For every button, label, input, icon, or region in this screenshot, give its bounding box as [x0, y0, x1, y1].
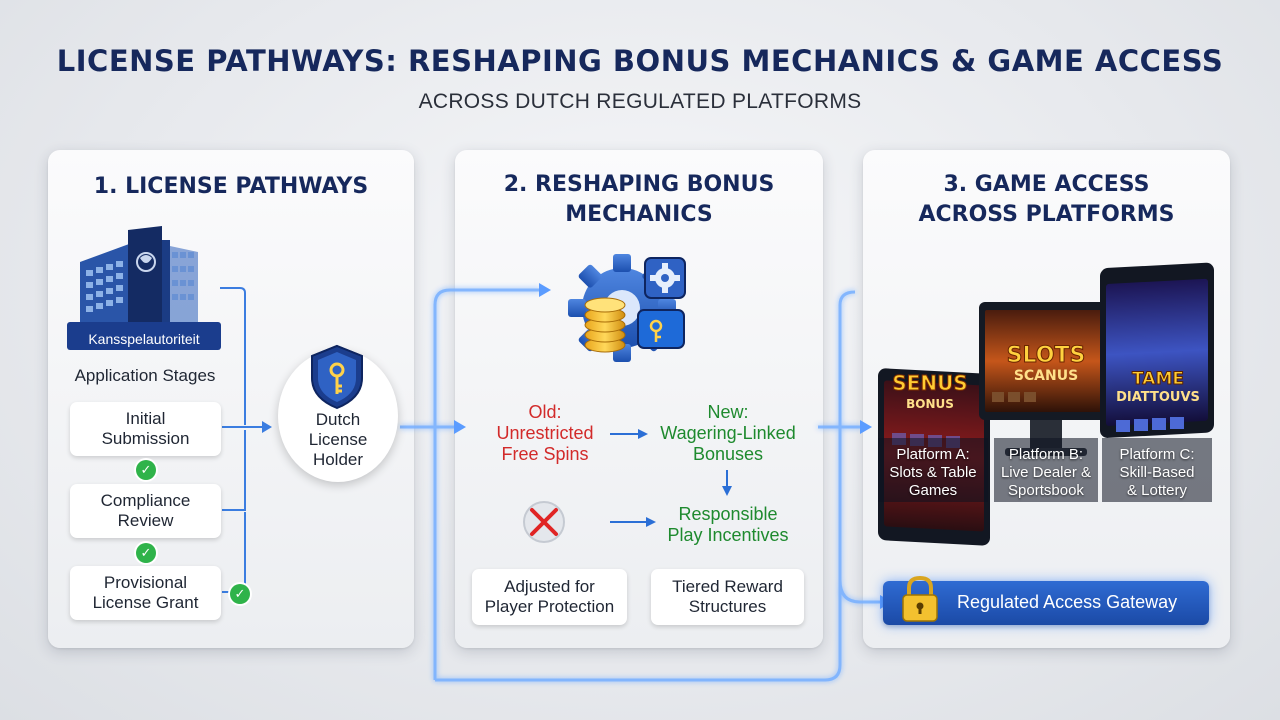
panel3-heading-line2: ACROSS PLATFORMS [918, 202, 1175, 227]
new-line1: New: [707, 402, 749, 422]
platform-c-label-bg [1102, 438, 1212, 502]
old-line2: Unrestricted [496, 423, 594, 443]
adjusted-line1: Adjusted for [504, 577, 595, 596]
panel2-heading-line2: MECHANICS [565, 202, 713, 227]
platform-a-desc1: Slots & Table [889, 464, 977, 481]
stage-2-line1: Compliance [100, 491, 191, 510]
arrow-to-bonus-icon [539, 283, 551, 297]
stage-1-line2: Submission [101, 429, 190, 448]
holder-line3: Holder [312, 450, 364, 469]
building-sign-text: Kansspelautoriteit [88, 331, 200, 347]
platform-c-desc1: Skill-Based [1119, 464, 1195, 481]
new-line3: Bonuses [692, 444, 764, 464]
gateway-label: Regulated Access Gateway [957, 592, 1178, 612]
gear-coins-icon [568, 254, 686, 362]
platform-c-screen-title2: DIATTOUVS [1116, 390, 1200, 405]
building-sign-plate [67, 322, 221, 350]
arrow-x-to-responsible-head [646, 517, 656, 527]
platform-c-screen-title1: TAME [1132, 369, 1184, 389]
stage-1-line1: Initial [125, 409, 166, 428]
responsible-line1: Responsible [678, 504, 778, 524]
check-icon: ✓ [136, 460, 156, 480]
arrow-to-old-bonus [454, 420, 466, 434]
tiered-line1: Tiered Reward [672, 577, 783, 596]
platform-a-screen-title2: BONUS [906, 397, 954, 411]
platform-c-name: Platform C: [1119, 446, 1195, 463]
platform-b-screen-title1: SLOTS [1007, 343, 1086, 368]
stage-3-line2: License Grant [92, 593, 199, 612]
platform-a-label: Platform A: Slots & Table Games [878, 446, 988, 500]
platform-c-tablet [1100, 262, 1214, 438]
holder-line1: Dutch [315, 410, 361, 429]
new-line2: Wagering-Linked [660, 423, 796, 443]
platform-b-monitor [979, 302, 1113, 456]
license-holder-label: Dutch License Holder [278, 410, 398, 470]
arrow-new-to-responsible-head [722, 486, 732, 496]
panel3-heading-line1: 3. GAME ACCESS [943, 172, 1150, 197]
application-stages-label: Application Stages [74, 366, 216, 385]
platform-c-label: Platform C: Skill-Based & Lottery [1102, 446, 1212, 500]
panel2-heading-line1: 2. RESHAPING BONUS [503, 172, 775, 197]
platform-a-name: Platform A: [896, 446, 970, 463]
platform-b-name: Platform B: [1008, 446, 1084, 463]
holder-line2: License [308, 430, 368, 449]
adjusted-line2: Player Protection [484, 597, 615, 616]
page-title: LICENSE PATHWAYS: RESHAPING BONUS MECHAN… [56, 44, 1224, 78]
stage-connector-lines [220, 287, 266, 593]
responsible-play-label: Responsible Play Incentives [648, 504, 808, 546]
old-bonus-label: Old: Unrestricted Free Spins [470, 402, 620, 465]
old-line3: Free Spins [501, 444, 589, 464]
platform-b-desc1: Live Dealer & [1000, 464, 1092, 481]
new-bonus-label: New: Wagering-Linked Bonuses [648, 402, 808, 465]
prohibited-x-icon [523, 501, 565, 543]
stage-2-line2: Review [117, 511, 174, 530]
panel-bonus-mechanics: 2. RESHAPING BONUS MECHANICS [455, 150, 823, 648]
check-icon: ✓ [230, 584, 250, 604]
platform-a-screen-title1: SENUS [892, 371, 967, 395]
platform-b-desc2: Sportsbook [1008, 482, 1084, 499]
glow-flow-paths [400, 288, 880, 682]
page-subtitle: ACROSS DUTCH REGULATED PLATFORMS [418, 90, 862, 113]
platform-c-desc2: & Lottery [1126, 482, 1188, 499]
old-line1: Old: [528, 402, 562, 422]
platform-b-label-bg [994, 438, 1098, 502]
platform-b-label: Platform B: Live Dealer & Sportsbook [994, 446, 1098, 500]
responsible-line2: Play Incentives [667, 525, 789, 545]
arrow-to-holder [262, 421, 272, 433]
tiered-line2: Structures [688, 597, 767, 616]
platform-a-desc2: Games [908, 482, 958, 499]
arrow-to-platforms [860, 420, 872, 434]
check-icon: ✓ [136, 543, 156, 563]
platform-a-label-bg [878, 438, 988, 502]
building-icon [80, 226, 198, 325]
panel1-heading: 1. LICENSE PATHWAYS [93, 174, 369, 199]
platform-b-screen-title2: SCANUS [1014, 368, 1078, 384]
stage-3-line1: Provisional [103, 573, 188, 592]
arrow-old-to-new-head [638, 429, 648, 439]
